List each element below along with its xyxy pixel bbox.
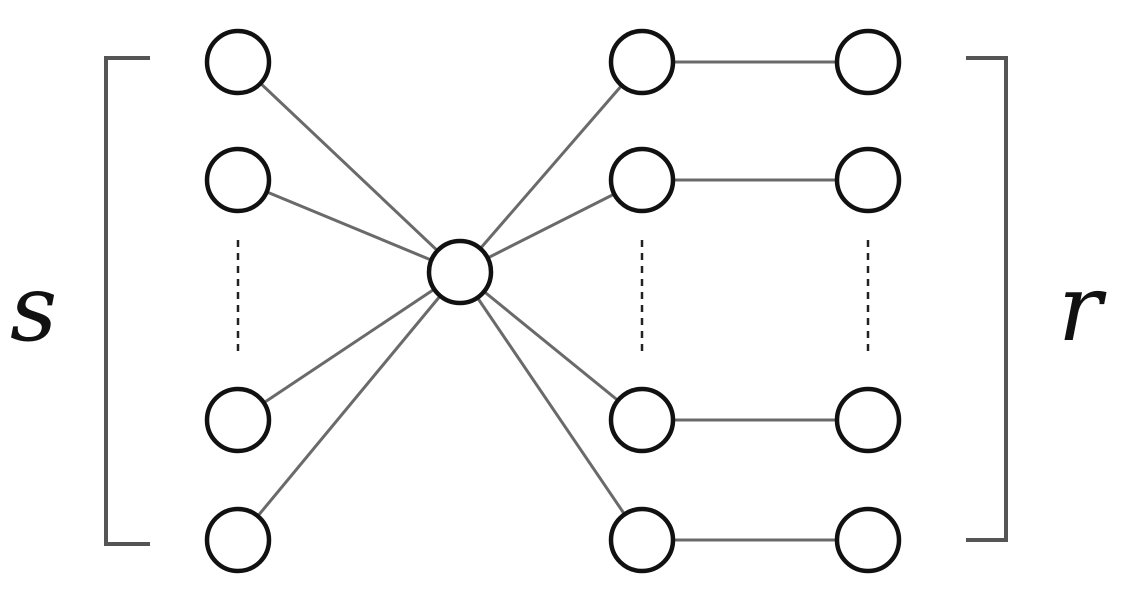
edge-center-right-4 — [458, 271, 644, 541]
edge-center-left-2 — [237, 178, 461, 274]
center-node — [426, 238, 494, 306]
right-outer-node-4 — [834, 506, 902, 574]
nodes — [204, 28, 902, 574]
left-node-3 — [204, 386, 272, 454]
edge-center-left-1 — [236, 60, 462, 274]
right-inner-node-1 — [608, 28, 676, 96]
left-node-4 — [204, 506, 272, 574]
left-bracket — [104, 56, 150, 546]
edge-center-right-3 — [459, 270, 643, 422]
left-spoke-edges — [236, 60, 462, 541]
right-spoke-edges — [458, 61, 644, 541]
right-outer-node-1 — [834, 28, 902, 96]
left-count-label: s — [10, 255, 57, 362]
right-bracket — [966, 56, 1008, 542]
path-edges — [642, 60, 868, 542]
edge-center-right-2 — [459, 178, 643, 274]
ellipsis-dashes — [236, 240, 870, 355]
right-inner-node-4 — [608, 506, 676, 574]
right-outer-node-2 — [834, 146, 902, 214]
edge-center-left-4 — [236, 271, 462, 541]
right-count-label: r — [1058, 255, 1107, 362]
edge-center-right-1 — [458, 61, 644, 273]
left-node-1 — [204, 28, 272, 96]
right-inner-node-2 — [608, 146, 676, 214]
right-inner-node-3 — [608, 386, 676, 454]
edge-center-left-3 — [237, 270, 461, 422]
left-node-2 — [204, 146, 272, 214]
right-outer-node-3 — [834, 386, 902, 454]
